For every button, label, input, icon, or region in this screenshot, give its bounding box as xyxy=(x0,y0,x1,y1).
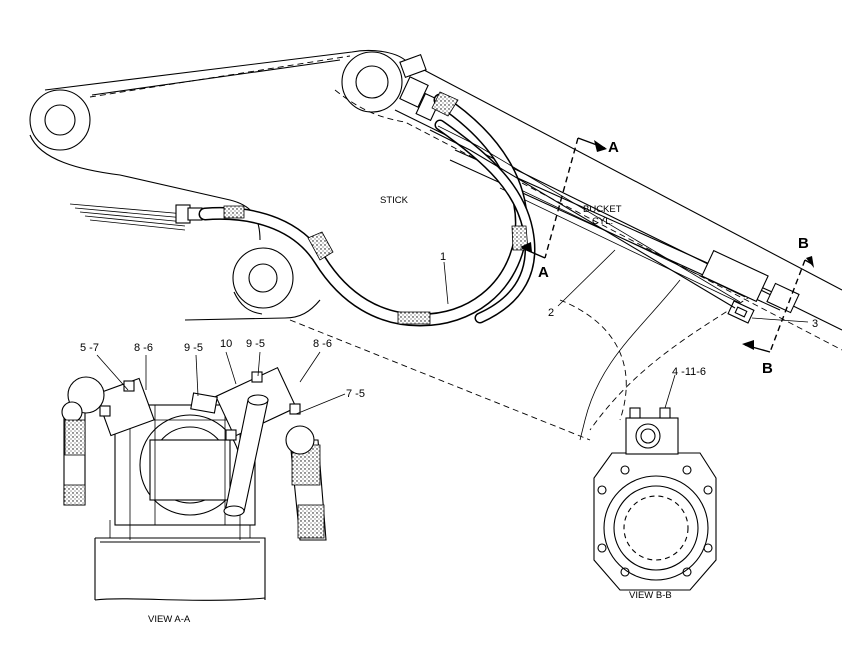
callout-9-5-right: 9 -5 xyxy=(246,338,265,350)
callout-8-6-left: 8 -6 xyxy=(134,342,153,354)
hose-2-line-inner xyxy=(437,125,741,303)
stick-dashed-lines xyxy=(89,55,842,441)
section-a-bottom-letter: A xyxy=(538,264,549,281)
callout-7-5: 7 -5 xyxy=(346,388,365,400)
stick-cut-hatching xyxy=(69,203,186,231)
stick-top-pin-boss xyxy=(341,51,403,113)
section-a-cut-line xyxy=(520,137,607,259)
stick-lower-pin-bore xyxy=(248,263,278,293)
callout-1: 1 xyxy=(440,251,446,263)
bucket-cylinder xyxy=(449,149,800,324)
callout-2: 2 xyxy=(548,307,554,319)
callout-9-5-left: 9 -5 xyxy=(184,342,203,354)
stick-top-pin-bore xyxy=(355,65,389,99)
stick-assembly xyxy=(29,49,842,441)
view-aa-caption: VIEW A-A xyxy=(148,614,191,625)
callout-4-11-6: 4 -11-6 xyxy=(672,366,706,378)
callout-5-7: 5 -7 xyxy=(80,342,99,354)
section-a-top-letter: A xyxy=(608,139,619,156)
section-b-bottom-letter: B xyxy=(762,360,773,377)
callout-8-6-right: 8 -6 xyxy=(313,338,332,350)
label-stick: STICK xyxy=(380,195,409,206)
view-b-b xyxy=(593,374,717,591)
stick-guide-arc-dashed xyxy=(589,289,761,431)
view-bb-clamp xyxy=(625,417,679,455)
view-aa-base xyxy=(94,537,266,600)
leader-lines xyxy=(443,249,809,323)
label-bucket-cyl-1: BUCKET xyxy=(583,204,622,215)
view-a-a xyxy=(61,351,346,601)
stick-lower-outline xyxy=(184,291,321,321)
view-bb-caption: VIEW B-B xyxy=(629,590,672,601)
stick-left-pin-bore xyxy=(44,104,76,136)
section-b-top-letter: B xyxy=(798,235,809,252)
callout-10: 10 xyxy=(220,338,232,350)
view-bb-bolt-holes xyxy=(597,465,713,577)
hose-2-line xyxy=(429,129,736,309)
label-bucket-cyl-2: CYL. xyxy=(592,216,613,227)
stick-body-outline xyxy=(29,49,842,331)
section-b-cut-line xyxy=(742,256,814,353)
stick-lower-pin-boss xyxy=(232,247,294,309)
hose-1-loop xyxy=(198,91,536,327)
stick-guide-arc xyxy=(579,279,681,441)
stick-left-pin-boss xyxy=(29,89,91,151)
callout-3: 3 xyxy=(812,318,818,330)
